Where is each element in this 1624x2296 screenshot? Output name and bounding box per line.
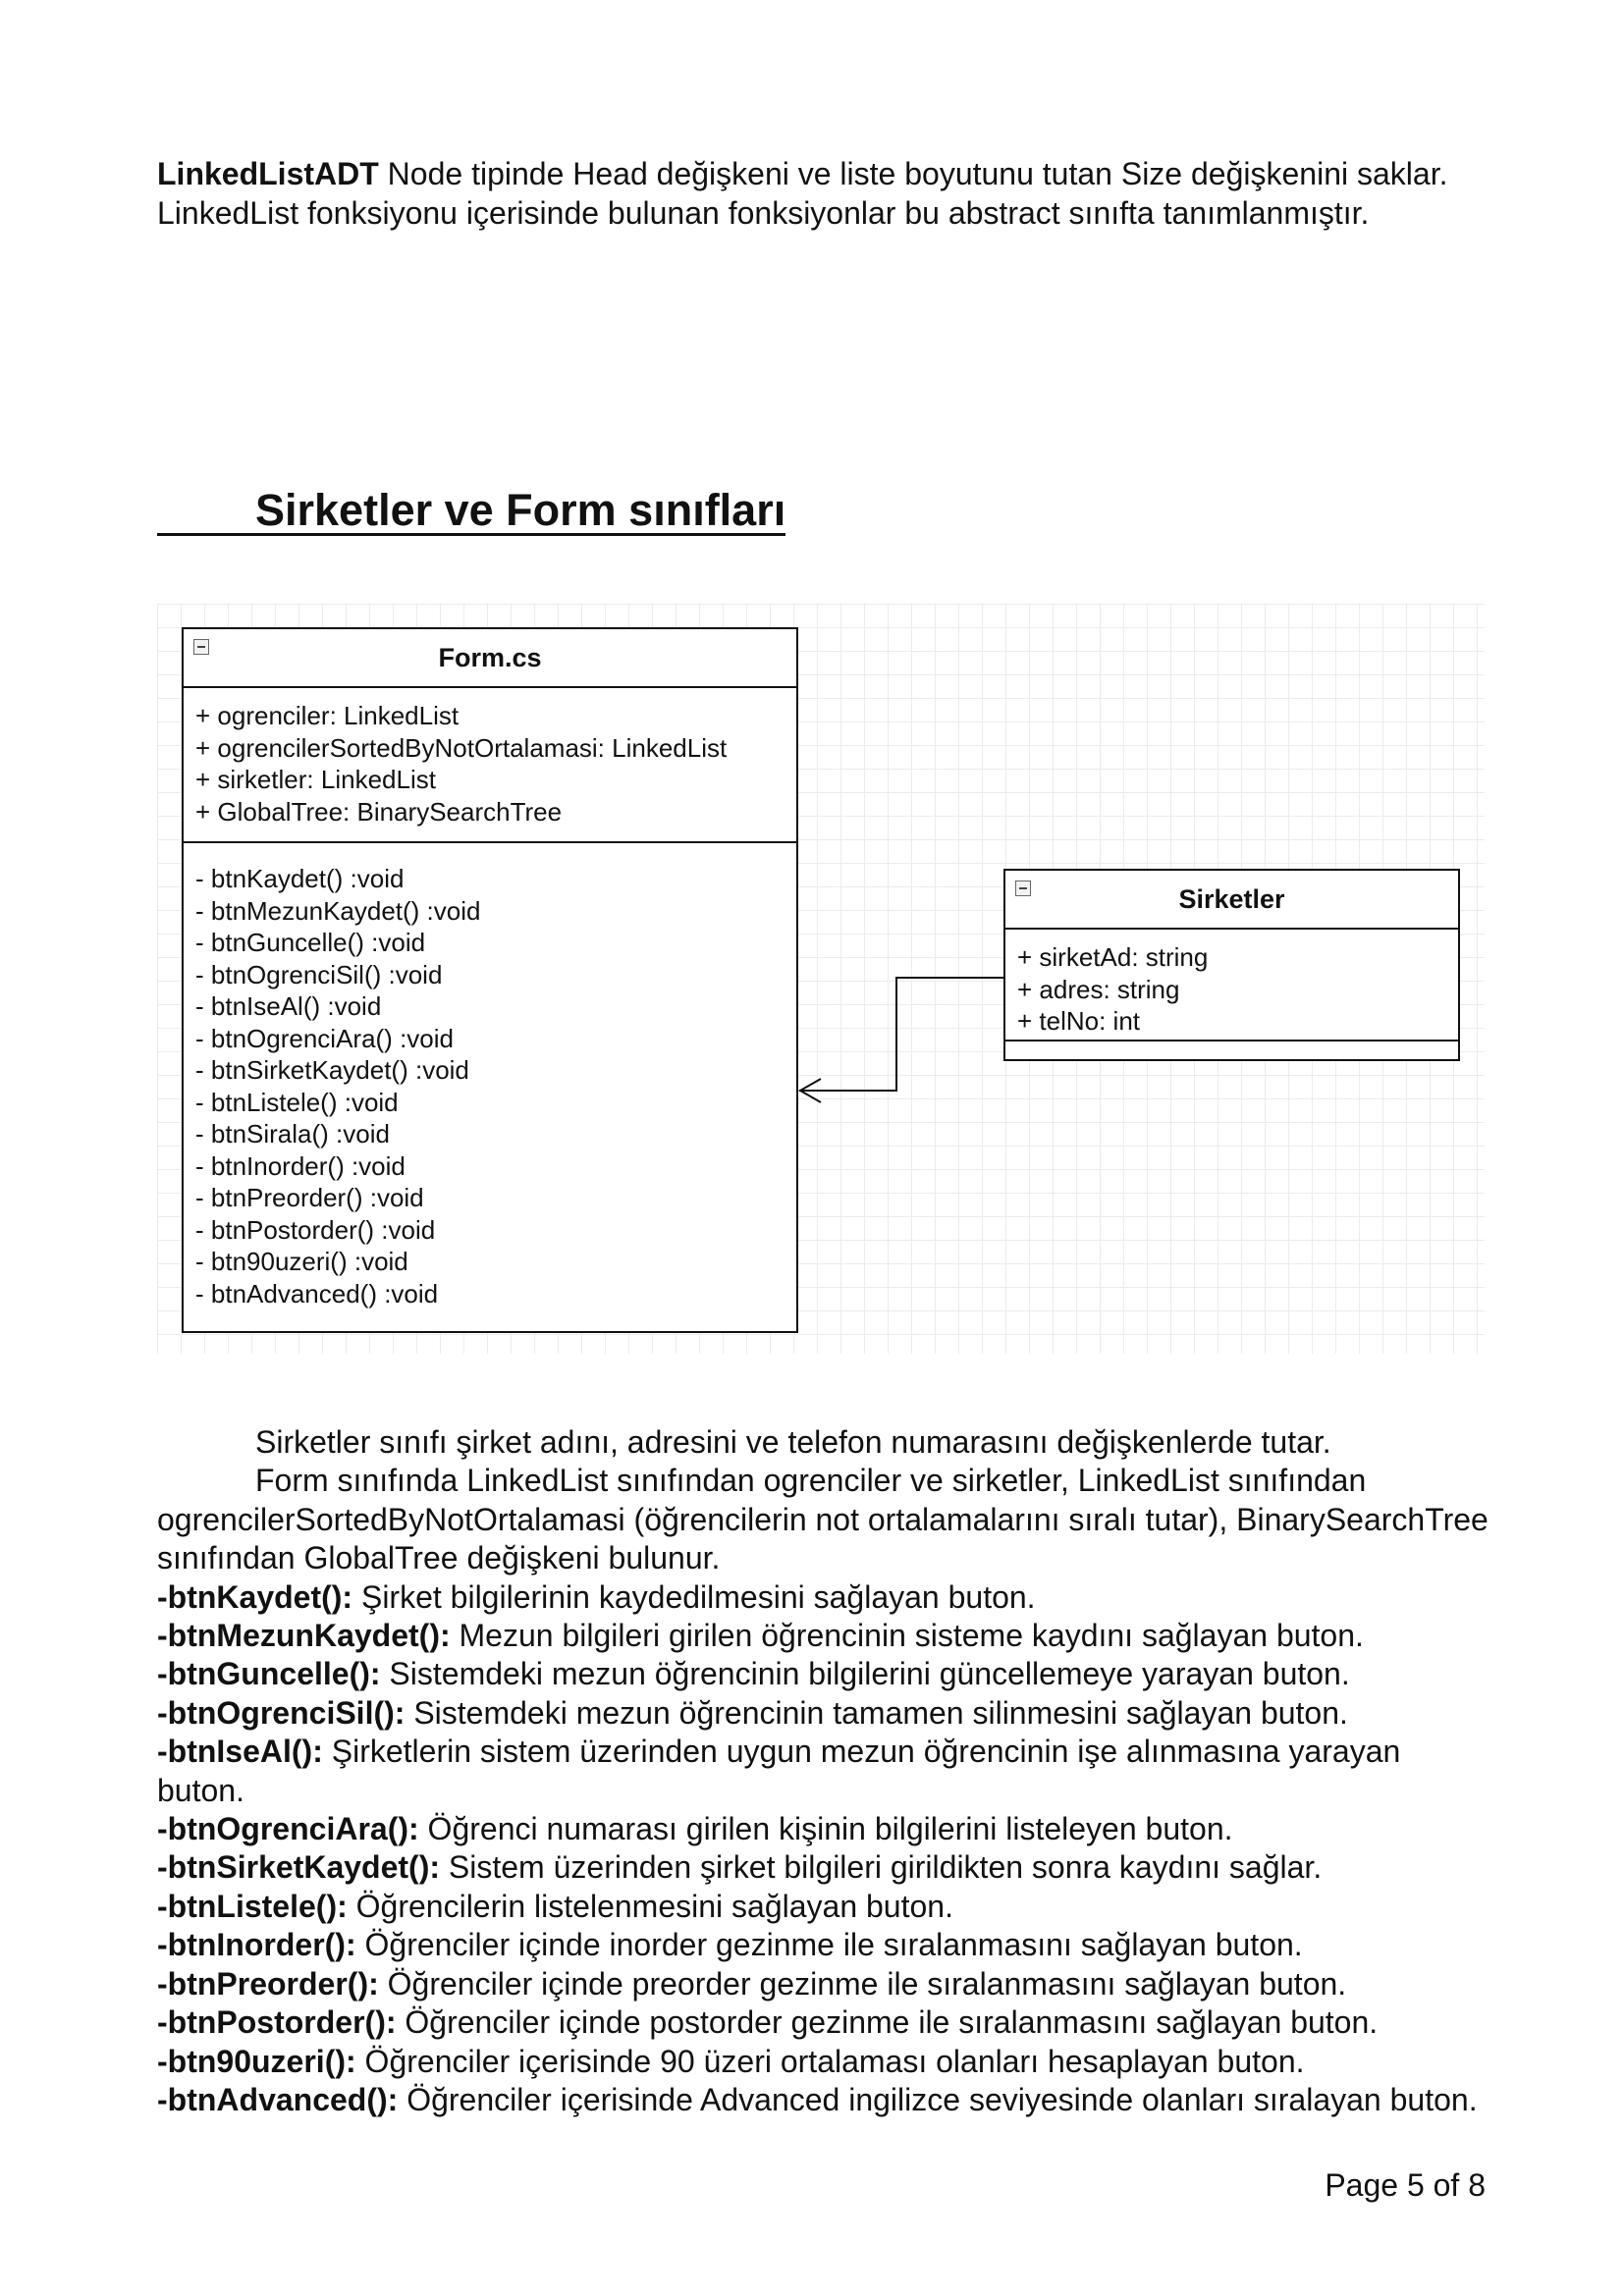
method-name: -btnGuncelle(): [157,1656,381,1692]
method-description: -btnKaydet(): Şirket bilgilerinin kayded… [157,1578,1492,1617]
method-text: Öğrenciler içinde preorder gezinme ile s… [378,1965,1347,2002]
attribute-line: + telNo: int [1017,1006,1141,1036]
method-description: -btnGuncelle(): Sistemdeki mezun öğrenci… [157,1655,1492,1693]
method-description: -btnListele(): Öğrencilerin listelenmesi… [157,1888,1492,1926]
method-text: Sistem üzerinden şirket bilgileri girild… [440,1849,1323,1886]
method-line: - btnSirketKaydet() :void [195,1055,469,1085]
class-diagram: Form.cs + ogrenciler: LinkedList + ogren… [157,604,1485,1354]
method-description: -btnSirketKaydet(): Sistem üzerinden şir… [157,1848,1492,1887]
method-name: -btnPreorder(): [157,1965,379,2002]
method-description: -btn90uzeri(): Öğrenciler içerisinde 90 … [157,2043,1492,2081]
method-description: -btnIseAl(): Şirketlerin sistem üzerinde… [157,1733,1492,1810]
method-description: -btnOgrenciSil(): Sistemdeki mezun öğren… [157,1694,1492,1733]
form-class-title: Form.cs [438,643,542,672]
sirketler-class-attributes: + sirketAd: string + adres: string + tel… [1005,930,1458,1041]
method-text: Öğrenci numarası girilen kişinin bilgile… [418,1811,1233,1847]
method-name: -btnSirketKaydet(): [157,1849,441,1886]
method-line: - btnPreorder() :void [195,1183,424,1212]
paragraph: Form sınıfında LinkedList sınıfından ogr… [157,1463,1489,1576]
method-name: -btnMezunKaydet(): [157,1618,451,1654]
sirketler-class-header: Sirketler [1005,871,1458,930]
association-connector [797,977,1003,1103]
method-name: -btn90uzeri(): [157,2043,356,2079]
method-text: Öğrenciler içinde inorder gezinme ile sı… [355,1927,1303,1963]
attribute-line: + GlobalTree: BinarySearchTree [195,796,563,827]
form-class-header: Form.cs [184,629,796,688]
method-name: -btnListele(): [157,1888,348,1924]
method-name: -btnKaydet(): [157,1578,353,1615]
method-line: - btnPostorder() :void [195,1214,436,1245]
method-line: - btnGuncelle() :void [195,928,426,957]
method-text: Sistemdeki mezun öğrencinin tamamen sili… [405,1694,1348,1731]
section-heading: Sirketler ve Form sınıfları [157,481,785,536]
body-text: Sirketler sınıfı şirket adını, adresini … [157,1423,1492,2119]
intro-term: LinkedListADT [157,156,379,191]
method-line: - btnMezunKaydet() :void [195,895,481,926]
method-text: Mezun bilgileri girilen öğrencinin siste… [450,1618,1364,1654]
collapse-icon[interactable] [193,639,209,655]
method-name: -btnOgrenciAra(): [157,1811,419,1847]
form-class-methods: - btnKaydet() :void - btnMezunKaydet() :… [184,843,796,1309]
method-line: - btnOgrenciSil() :void [195,959,443,989]
intro-text: Node tipinde Head değişkeni ve liste boy… [157,156,1448,231]
method-description: -btnMezunKaydet(): Mezun bilgileri giril… [157,1617,1492,1655]
method-line: - btnSirala() :void [195,1119,390,1148]
method-description: -btnPreorder(): Öğrenciler içinde preord… [157,1965,1492,2003]
method-name: -btnInorder(): [157,1927,356,1963]
method-text: Öğrenciler içerisinde Advanced ingilizce… [398,2081,1478,2117]
form-class-box: Form.cs + ogrenciler: LinkedList + ogren… [182,627,798,1333]
method-line: - btnOgrenciAra() :void [195,1023,454,1053]
method-line: - btnIseAl() :void [195,991,382,1021]
association-line [799,977,1003,1092]
paragraph: Sirketler sınıfı şirket adını, adresini … [255,1424,1331,1460]
attribute-line: + ogrencilerSortedByNotOrtalamasi: Linke… [195,732,728,763]
attribute-line: + ogrenciler: LinkedList [195,701,460,730]
sirketler-class-title: Sirketler [1178,884,1285,914]
intro-paragraph: LinkedListADT Node tipinde Head değişken… [157,154,1492,233]
method-line: - btnAdvanced() :void [195,1278,439,1308]
method-line: - btnListele() :void [195,1087,399,1117]
method-name: -btnPostorder(): [157,2004,397,2041]
method-description: -btnOgrenciAra(): Öğrenci numarası giril… [157,1810,1492,1848]
method-text: Öğrenciler içerisinde 90 üzeri ortalamas… [355,2043,1305,2079]
method-name: -btnIseAl(): [157,1734,323,1770]
sirketler-class-box: Sirketler + sirketAd: string + adres: st… [1003,869,1460,1061]
section-heading-text: Sirketler ve Form sınıfları [255,485,786,535]
method-text: Öğrencilerin listelenmesini sağlayan but… [347,1888,953,1924]
method-line: - btnKaydet() :void [195,864,405,893]
arrow-head [797,1078,822,1103]
method-description: -btnInorder(): Öğrenciler içinde inorder… [157,1926,1492,1964]
method-name: -btnOgrenciSil(): [157,1694,406,1731]
method-text: Şirketlerin sistem üzerinden uygun mezun… [157,1734,1401,1808]
method-description: -btnAdvanced(): Öğrenciler içerisinde Ad… [157,2081,1492,2119]
method-text: Öğrenciler içinde postorder gezinme ile … [396,2004,1379,2041]
form-class-attributes: + ogrenciler: LinkedList + ogrencilerSor… [184,688,796,843]
page-number: Page 5 of 8 [1325,2167,1486,2203]
method-line: - btnInorder() :void [195,1150,406,1181]
attribute-line: + sirketler: LinkedList [195,765,436,794]
method-text: Şirket bilgilerinin kaydedilmesini sağla… [352,1578,1036,1615]
method-text: Sistemdeki mezun öğrencinin bilgilerini … [380,1656,1350,1692]
method-line: - btn90uzeri() :void [195,1247,408,1276]
method-name: -btnAdvanced(): [157,2081,399,2117]
method-description: -btnPostorder(): Öğrenciler içinde posto… [157,2003,1492,2042]
attribute-line: + sirketAd: string [1017,942,1209,972]
attribute-line: + adres: string [1017,974,1180,1004]
collapse-icon[interactable] [1015,881,1031,896]
